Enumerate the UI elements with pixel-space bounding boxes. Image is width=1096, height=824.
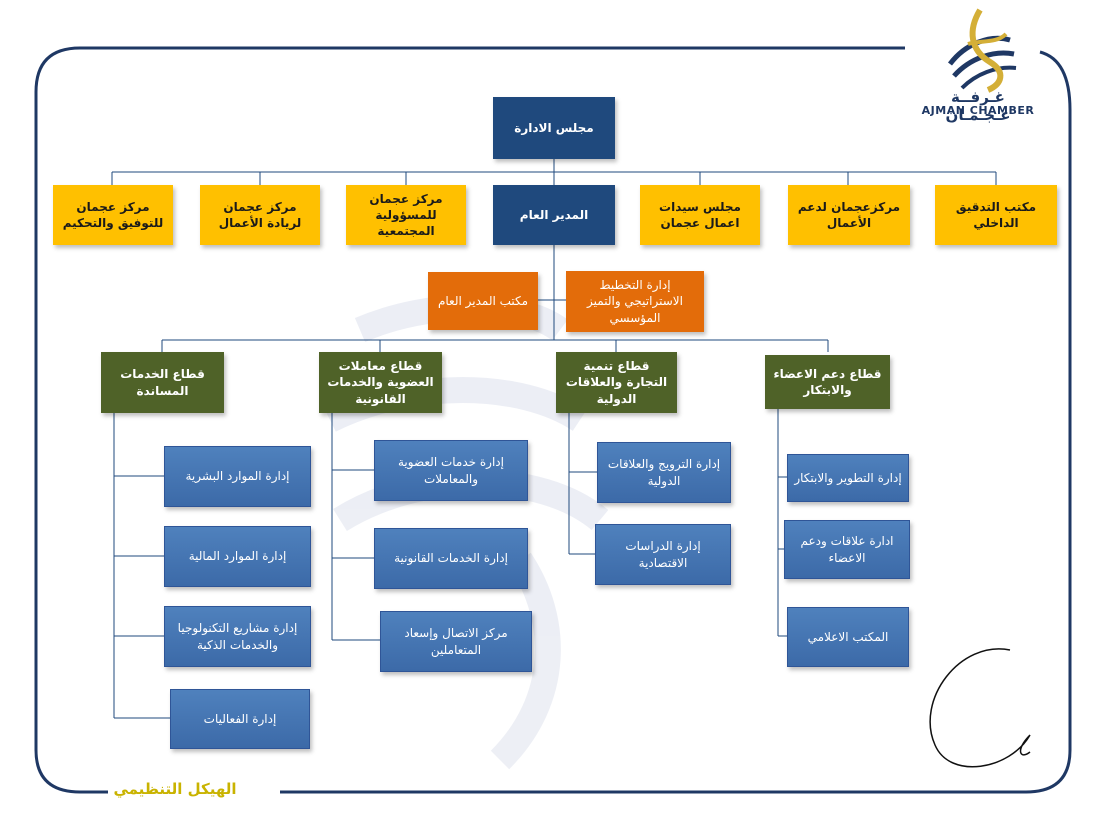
businesswomen-council-box: مجلس سيدات اعمال عجمان [640, 185, 760, 245]
board-of-directors-box: مجلس الادارة [493, 97, 615, 159]
members-innovation-sector-box: قطاع دعم الاعضاء والابتكار [765, 355, 890, 409]
dept-promotion-international-box: إدارة الترويج والعلاقات الدولية [597, 442, 731, 503]
support-services-sector-box: قطاع الخدمات المساندة [101, 352, 224, 413]
dept-human-resources-box: إدارة الموارد البشرية [164, 446, 311, 507]
trade-international-sector-box: قطاع تنمية التجارة والعلاقات الدولية [556, 352, 677, 413]
page-title: الهيكل التنظيمي [113, 780, 237, 798]
gm-office-box: مكتب المدير العام [428, 272, 538, 330]
entrepreneurship-center-box: مركز عجمان لريادة الأعمال [200, 185, 320, 245]
membership-legal-sector-box: قطاع معاملات العضوية والخدمات القانونية [319, 352, 442, 413]
c-swirl-mark [929, 648, 1031, 768]
dept-membership-services-box: إدارة خدمات العضوية والمعاملات [374, 440, 528, 501]
dept-events-box: إدارة الفعاليات [170, 689, 310, 749]
dept-legal-services-box: إدارة الخدمات القانونية [374, 528, 528, 589]
media-office-box: المكتب الاعلامي [787, 607, 909, 667]
dept-economic-studies-box: إدارة الدراسات الاقتصادية [595, 524, 731, 585]
dept-financial-resources-box: إدارة الموارد المالية [164, 526, 311, 587]
dept-member-relations-box: ادارة علاقات ودعم الاعضاء [784, 520, 910, 579]
ajman-chamber-logo-icon [948, 8, 1017, 93]
internal-audit-office-box: مكتب التدقيق الداخلي [935, 185, 1057, 245]
arbitration-center-box: مركز عجمان للتوفيق والتحكيم [53, 185, 173, 245]
csr-center-box: مركز عجمان للمسؤولية المجتمعية [346, 185, 466, 245]
page-border-right [280, 50, 1072, 794]
connector-lines [111, 159, 997, 719]
dept-development-innovation-box: إدارة التطوير والابتكار [787, 454, 909, 502]
page-border [34, 46, 905, 794]
logo-arabic-text: غـرفــة عـجـمـان [945, 88, 1011, 124]
strategy-planning-box: إدارة التخطيط الاستراتيجي والتميز المؤسس… [566, 271, 704, 332]
business-support-center-box: مركزعجمان لدعم الأعمال [788, 185, 910, 245]
logo-english-text: AJMAN CHAMBER [921, 104, 1035, 117]
contact-center-box: مركز الاتصال وإسعاد المتعاملين [380, 611, 532, 672]
general-manager-box: المدير العام [493, 185, 615, 245]
dept-technology-projects-box: إدارة مشاريع التكنولوجيا والخدمات الذكية [164, 606, 311, 667]
